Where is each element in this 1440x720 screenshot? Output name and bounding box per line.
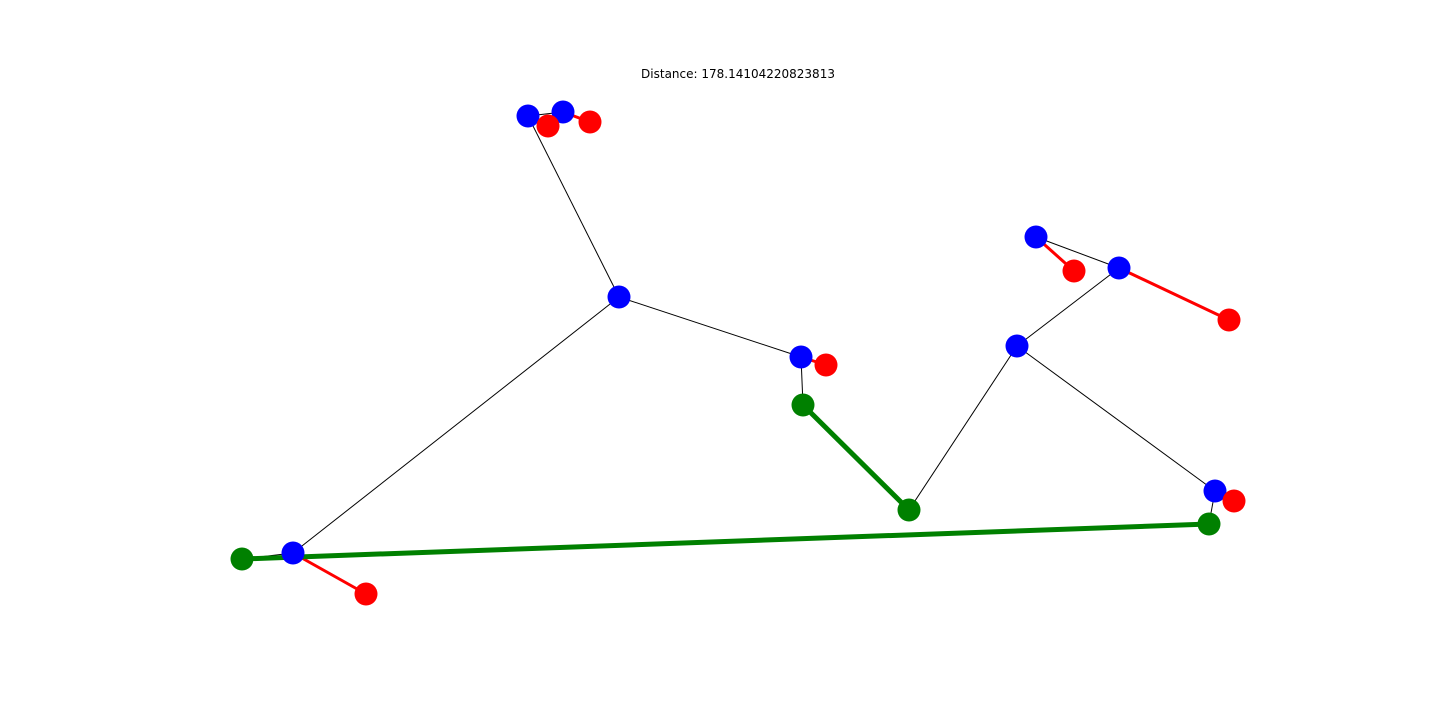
node-blue-b1 [516,104,540,128]
node-green-g2 [791,393,815,417]
edges-layer [241,110,1235,596]
node-red-r7 [354,582,378,606]
node-blue-b8 [1203,479,1227,503]
edge-green-g2-g3 [801,403,911,512]
edge-tree-b5-b7 [1016,267,1120,347]
node-green-g3 [897,498,921,522]
node-red-r2 [578,110,602,134]
node-red-r1 [536,114,560,138]
node-red-r6 [1222,489,1246,513]
edge-tree-b1-b3 [527,115,620,298]
node-blue-b9 [281,541,305,565]
node-green-g1 [230,547,254,571]
node-blue-b2 [551,100,575,124]
edge-tree-b5-b8 [1016,345,1216,492]
edge-red-b9-r7 [292,551,367,596]
edge-red-b7-r5 [1118,266,1230,322]
node-blue-b4 [789,345,813,369]
edge-tree-b3-b4 [618,296,802,358]
node-blue-b7 [1107,256,1131,280]
nodes-layer [230,100,1246,606]
edge-tree-b3-b9 [292,296,620,554]
node-green-g4 [1197,512,1221,536]
node-blue-b5 [1005,334,1029,358]
node-blue-b3 [607,285,631,309]
node-red-r4 [1062,259,1086,283]
edge-tree-b6-b7 [1035,236,1120,269]
graph-title: Distance: 178.14104220823813 [641,67,835,81]
node-red-r3 [814,353,838,377]
edge-green-g1-g4 [241,521,1210,562]
node-blue-b6 [1024,225,1048,249]
node-red-r5 [1217,308,1241,332]
edge-tree-b5-g3 [908,345,1018,511]
